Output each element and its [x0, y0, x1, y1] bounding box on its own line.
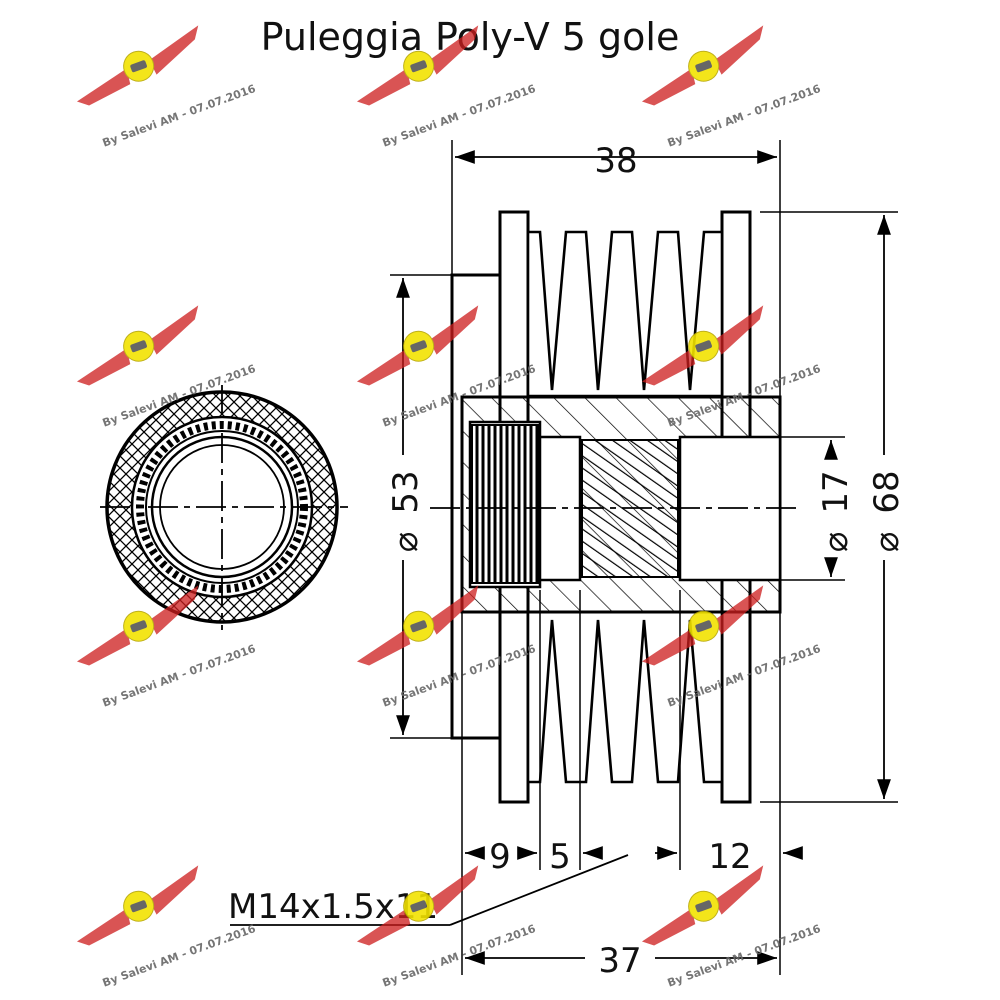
- watermark-wing-right: [149, 865, 199, 915]
- dim-outer-diameter: 68: [867, 470, 907, 513]
- watermark-wing-left: [356, 628, 411, 666]
- watermark-car-icon: [410, 900, 427, 913]
- watermark-wing-left: [76, 348, 131, 386]
- watermark-wing-left: [356, 908, 411, 946]
- dim-diameter-symbol-17: ⌀: [816, 532, 856, 552]
- watermark-wing-left: [641, 348, 696, 386]
- dim-diameter-symbol-53: ⌀: [386, 532, 426, 552]
- watermark-text: By Salevi AM - 07.07.2016: [101, 642, 258, 710]
- watermark-text: By Salevi AM - 07.07.2016: [666, 82, 823, 150]
- dim-diameter-symbol-68: ⌀: [867, 532, 907, 552]
- dim-segment-5: 5: [549, 837, 571, 877]
- watermark-wing-right: [429, 305, 479, 355]
- watermark-wing-right: [714, 585, 764, 635]
- watermark-car-icon: [410, 340, 427, 353]
- watermark-wing-right: [714, 865, 764, 915]
- watermark-car-icon: [130, 60, 147, 73]
- watermark-wing-right: [429, 25, 479, 75]
- pulley-side-view: [430, 210, 800, 804]
- watermark-car-icon: [695, 900, 712, 913]
- watermark-wing-right: [429, 585, 479, 635]
- dim-segment-12: 12: [708, 837, 751, 877]
- watermark-wing-right: [149, 305, 199, 355]
- watermark-wing-left: [356, 348, 411, 386]
- watermark-text: By Salevi AM - 07.07.2016: [101, 922, 258, 990]
- dim-overall-width: 38: [594, 141, 637, 181]
- watermark-text: By Salevi AM - 07.07.2016: [101, 82, 258, 150]
- watermark-wing-left: [76, 68, 131, 106]
- dim-hub-diameter: 53: [386, 470, 426, 513]
- watermark-car-icon: [695, 60, 712, 73]
- watermark-car-icon: [695, 340, 712, 353]
- watermark-wing-left: [641, 628, 696, 666]
- watermark-wing-left: [641, 908, 696, 946]
- watermark-car-icon: [130, 620, 147, 633]
- dim-overall-length: 37: [598, 941, 641, 981]
- dim-bore-diameter: 17: [816, 470, 856, 513]
- watermark-wing-left: [356, 68, 411, 106]
- watermark-car-icon: [695, 620, 712, 633]
- watermark-text: By Salevi AM - 07.07.2016: [381, 922, 538, 990]
- pulley-end-view: [100, 385, 348, 630]
- watermark-car-icon: [410, 620, 427, 633]
- watermark-wing-left: [76, 908, 131, 946]
- watermark-wing-right: [714, 305, 764, 355]
- watermark-car-icon: [410, 60, 427, 73]
- watermark-car-icon: [130, 340, 147, 353]
- watermark-wing-right: [149, 25, 199, 75]
- watermark-wing-right: [429, 865, 479, 915]
- watermark-wing-left: [76, 628, 131, 666]
- dimension-lines: [230, 140, 898, 975]
- watermark-wing-left: [641, 68, 696, 106]
- watermark-wing-right: [149, 585, 199, 635]
- watermark-car-icon: [130, 900, 147, 913]
- watermark-text: By Salevi AM - 07.07.2016: [381, 82, 538, 150]
- watermark-text: By Salevi AM - 07.07.2016: [666, 922, 823, 990]
- watermark-wing-right: [714, 25, 764, 75]
- watermark-stamp: By Salevi AM - 07.07.2016: [76, 25, 258, 150]
- dim-segment-9: 9: [489, 837, 511, 877]
